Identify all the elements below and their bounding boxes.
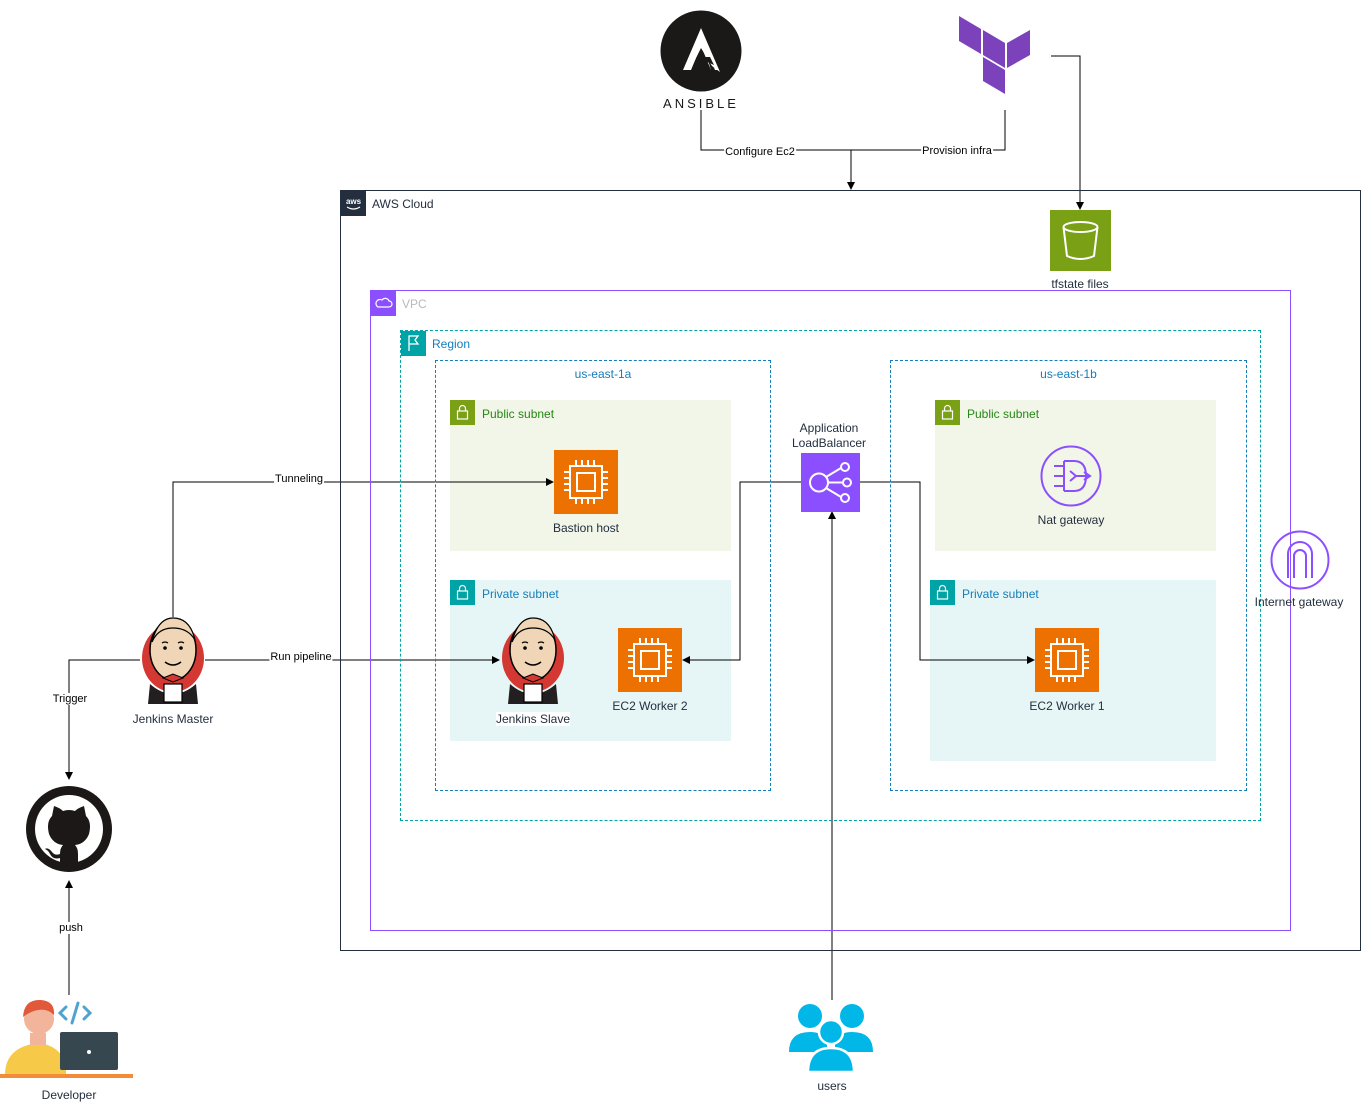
s3-bucket-icon	[1050, 210, 1111, 271]
aws-logo-icon: aws	[341, 191, 366, 216]
terraform-logo-icon	[959, 16, 1030, 94]
edge-label-configure-ec2: Configure Ec2	[724, 146, 796, 158]
nat-gateway-label: Nat gateway	[1037, 513, 1105, 527]
nat-gateway-icon	[1040, 445, 1102, 507]
bastion-host-label: Bastion host	[552, 521, 620, 535]
users-label: users	[817, 1079, 847, 1093]
az-a-label: us-east-1a	[574, 367, 632, 381]
lock-icon	[930, 580, 955, 605]
developer-label: Developer	[41, 1088, 97, 1102]
jenkins-master-icon	[142, 617, 204, 704]
developer-icon	[0, 999, 133, 1078]
svg-text:aws: aws	[346, 197, 362, 206]
ec2-worker-1-label: EC2 Worker 1	[1029, 699, 1105, 713]
tfstate-label: tfstate files	[1051, 277, 1109, 291]
ansible-logo-icon	[660, 10, 742, 92]
public-subnet-a-label: Public subnet	[482, 407, 555, 421]
jenkins-master-label: Jenkins Master	[132, 712, 214, 726]
edge-terraform-to-aws	[851, 110, 1006, 151]
region-flag-icon	[401, 331, 426, 356]
region-group: Region	[400, 330, 1261, 821]
ec2-chip-icon	[628, 638, 672, 682]
public-subnet-b-label: Public subnet	[967, 407, 1040, 421]
edge-label-trigger: Trigger	[51, 693, 89, 705]
ansible-wordmark: ANSIBLE	[663, 96, 739, 111]
ec2-chip-icon	[1045, 638, 1089, 682]
edge-trigger	[65, 659, 140, 780]
lock-icon	[450, 400, 475, 425]
region-label: Region	[432, 337, 471, 351]
users-group-icon	[789, 1004, 873, 1072]
edge-label-run-pipeline: Run pipeline	[269, 651, 333, 663]
edge-label-push: push	[58, 922, 84, 934]
vpc-label: VPC	[402, 297, 427, 311]
ec2-chip-icon	[564, 460, 608, 504]
az-us-east-1a: us-east-1a	[435, 360, 771, 791]
vpc-cloud-icon	[371, 291, 396, 316]
az-b-label: us-east-1b	[1040, 367, 1097, 381]
vpc-group: VPC	[370, 290, 1291, 931]
ec2-worker-2-label: EC2 Worker 2	[612, 699, 688, 713]
internet-gateway-label: Internet gateway	[1254, 595, 1344, 609]
lock-icon	[450, 580, 475, 605]
edge-label-tunneling: Tunneling	[274, 473, 324, 485]
aws-cloud-group: aws AWS Cloud	[340, 190, 1361, 951]
jenkins-slave-icon	[502, 617, 564, 704]
private-subnet-a-label: Private subnet	[482, 587, 559, 601]
aws-cloud-label: AWS Cloud	[372, 197, 434, 211]
edge-tunneling	[172, 478, 554, 617]
edge-terraform-to-s3	[1051, 55, 1084, 210]
load-balancer-icon	[801, 453, 860, 512]
ec2-worker-2	[618, 628, 682, 692]
ec2-worker-1	[1035, 628, 1099, 692]
private-subnet-b-label: Private subnet	[962, 587, 1039, 601]
github-logo-icon	[26, 786, 112, 872]
jenkins-slave-label: Jenkins Slave	[495, 712, 571, 726]
az-us-east-1b: us-east-1b	[890, 360, 1247, 791]
lock-icon	[935, 400, 960, 425]
internet-gateway-icon	[1270, 530, 1330, 590]
edge-label-provision-infra: Provision infra	[921, 145, 993, 157]
alb-label: Application LoadBalancer	[791, 421, 867, 450]
bastion-host-ec2	[554, 450, 618, 514]
